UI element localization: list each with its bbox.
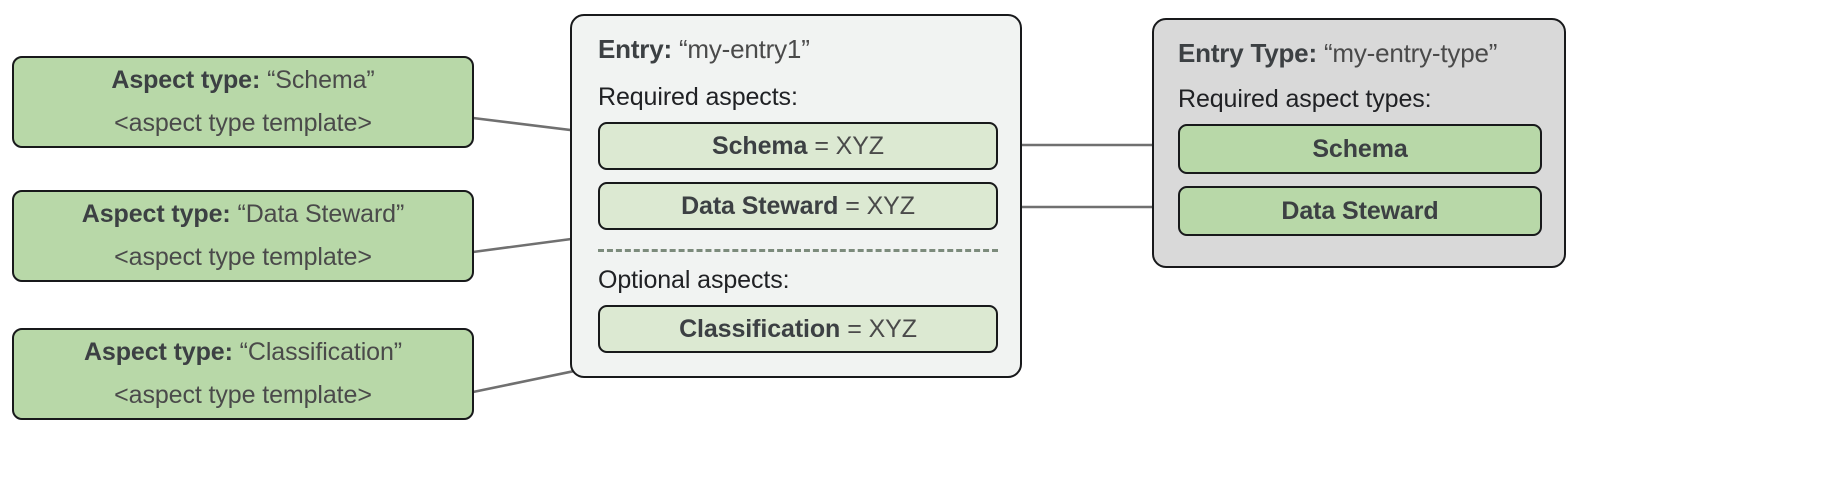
entry-title-label: Entry:	[598, 34, 672, 64]
aspect-type-template: <aspect type template>	[114, 109, 372, 137]
aspect-type-template: <aspect type template>	[114, 243, 372, 271]
aspect-type-template: <aspect type template>	[114, 381, 372, 409]
optional-aspects-label: Optional aspects:	[598, 266, 790, 294]
aspect-type-card-classification[interactable]: Aspect type: “Classification” <aspect ty…	[12, 328, 474, 420]
aspect-type-name: “Data Steward”	[237, 200, 405, 228]
entry-title: Entry: “my-entry1”	[598, 34, 998, 65]
entry-panel[interactable]: Entry: “my-entry1” Required aspects: Sch…	[570, 14, 1022, 378]
aspect-type-title: Aspect type: “Classification”	[84, 338, 402, 367]
required-aspects-label: Required aspects:	[598, 83, 798, 111]
aspect-type-name: “Schema”	[267, 66, 375, 94]
entry-type-title: Entry Type: “my-entry-type”	[1178, 38, 1542, 69]
aspect-name: Schema	[712, 131, 808, 160]
aspect-type-title: Aspect type: “Data Steward”	[81, 200, 405, 229]
aspect-type-card-data-steward[interactable]: Aspect type: “Data Steward” <aspect type…	[12, 190, 474, 282]
required-aspect-type-data-steward[interactable]: Data Steward	[1178, 186, 1542, 236]
entry-type-title-label: Entry Type:	[1178, 38, 1317, 68]
aspect-name: Classification	[679, 314, 841, 343]
required-aspect-types-label: Required aspect types:	[1178, 85, 1432, 113]
entry-title-value: “my-entry1”	[678, 34, 810, 64]
required-aspect-data-steward[interactable]: Data Steward = XYZ	[598, 182, 998, 230]
entry-type-title-value: “my-entry-type”	[1323, 38, 1498, 68]
aspect-value: = XYZ	[845, 191, 915, 220]
aspect-value: = XYZ	[847, 314, 917, 343]
spacer	[598, 170, 998, 182]
aspect-value: = XYZ	[814, 131, 884, 160]
aspect-type-label: Aspect type:	[81, 200, 231, 228]
entry-type-panel[interactable]: Entry Type: “my-entry-type” Required asp…	[1152, 18, 1566, 268]
aspect-type-label: Aspect type:	[111, 66, 261, 94]
required-aspect-schema[interactable]: Schema = XYZ	[598, 122, 998, 170]
required-aspect-type-schema[interactable]: Schema	[1178, 124, 1542, 174]
aspect-type-label: Aspect type:	[83, 338, 233, 366]
aspect-name: Data Steward	[681, 191, 839, 220]
aspect-type-card-schema[interactable]: Aspect type: “Schema” <aspect type templ…	[12, 56, 474, 148]
aspect-type-name: “Classification”	[239, 338, 403, 366]
spacer	[1178, 174, 1542, 186]
optional-aspect-classification[interactable]: Classification = XYZ	[598, 305, 998, 353]
aspect-type-title: Aspect type: “Schema”	[111, 66, 374, 95]
required-optional-divider	[598, 249, 998, 252]
